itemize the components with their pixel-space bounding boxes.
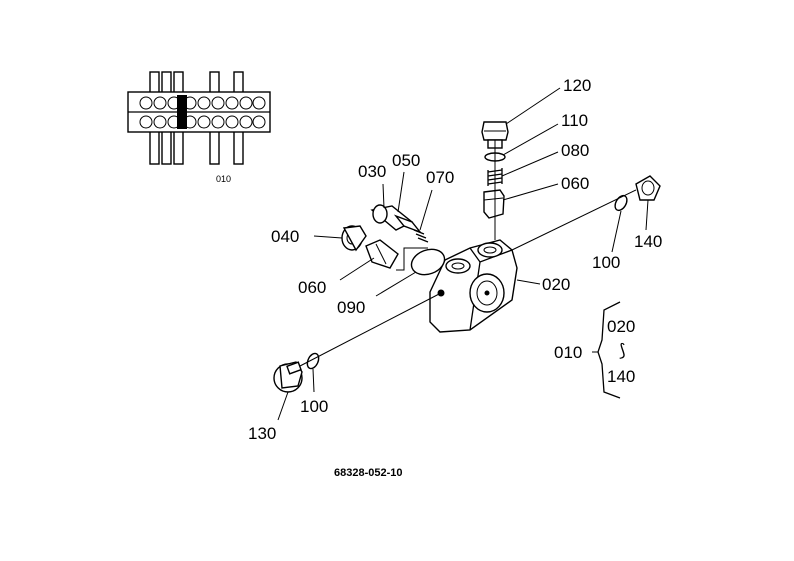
cartridge-030-050 (370, 204, 423, 234)
label-070: 070 (426, 168, 454, 187)
label-120: 120 (563, 76, 591, 95)
plug-130 (273, 361, 303, 393)
assembly-range-start: 020 (607, 317, 635, 336)
label-040: 040 (271, 227, 299, 246)
o-ring-100-right (614, 194, 628, 212)
label-130: 130 (248, 424, 276, 443)
label-060-top: 060 (561, 174, 589, 193)
valve-body-020 (429, 239, 518, 333)
assembly-parent-label: 010 (554, 343, 582, 362)
drawing-code: 68328-052-10 (334, 467, 403, 479)
label-030: 030 (358, 162, 386, 181)
assembly-note: 010 020 ⟆ 140 (554, 301, 635, 399)
assembly-brace (597, 301, 621, 399)
o-ring-100-bottom (306, 352, 320, 370)
spring-070 (413, 229, 429, 243)
label-080: 080 (561, 141, 589, 160)
label-020: 020 (542, 275, 570, 294)
seat-040 (341, 225, 367, 252)
label-090: 090 (337, 298, 365, 317)
label-110: 110 (561, 111, 588, 130)
valve-bank-overview: 010 (127, 71, 271, 184)
assembly-range-sep: ⟆ (619, 341, 626, 360)
poppet-060-left (365, 239, 399, 269)
overview-label: 010 (216, 174, 231, 184)
leader-lines (277, 87, 649, 421)
label-140-right: 140 (634, 232, 662, 251)
assembly-range-end: 140 (607, 367, 635, 386)
label-100-right: 100 (592, 253, 620, 272)
label-060-left: 060 (298, 278, 326, 297)
label-100-bottom: 100 (300, 397, 328, 416)
poppet-060-top (483, 189, 505, 219)
plug-140 (635, 175, 661, 201)
label-050: 050 (392, 151, 420, 170)
o-ring-090 (410, 248, 446, 276)
